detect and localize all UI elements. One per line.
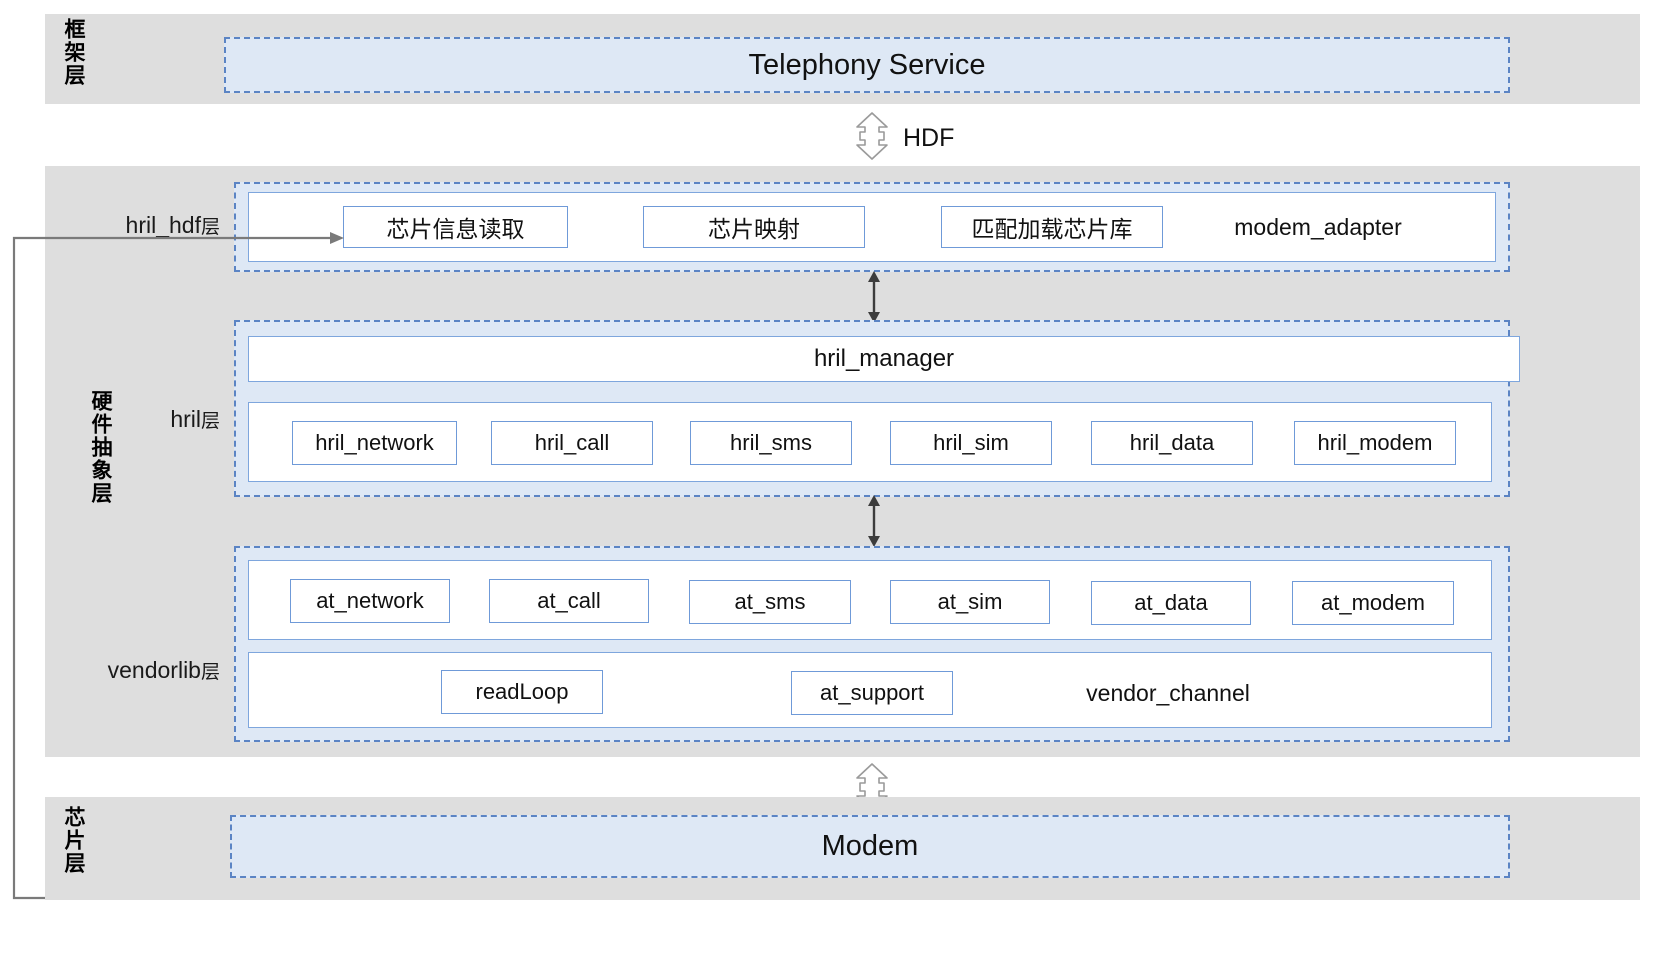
modem-adapter-label: modem_adapter — [1234, 213, 1402, 240]
module-at-network[interactable]: at_network — [290, 579, 450, 623]
module-at-sim[interactable]: at_sim — [890, 580, 1050, 624]
hril-to-vendorlib-arrow — [866, 495, 882, 547]
module-hril-network[interactable]: hril_network — [292, 421, 457, 465]
vendorlib-sublayer-label: vendorlib层 — [20, 657, 220, 684]
module-chip-mapping[interactable]: 芯片映射 — [643, 206, 865, 248]
framework-layer-side-label: 框架层 — [62, 18, 85, 87]
module-at-support[interactable]: at_support — [791, 671, 953, 715]
module-at-call[interactable]: at_call — [489, 579, 649, 623]
hril-manager-panel[interactable]: hril_manager — [248, 336, 1520, 382]
module-hril-modem[interactable]: hril_modem — [1294, 421, 1456, 465]
module-read-loop[interactable]: readLoop — [441, 670, 603, 714]
modem-title: Modem — [821, 830, 919, 862]
module-hril-sim[interactable]: hril_sim — [890, 421, 1052, 465]
module-hril-call[interactable]: hril_call — [491, 421, 653, 465]
module-hril-sms[interactable]: hril_sms — [690, 421, 852, 465]
modem-box[interactable]: Modem — [230, 815, 1510, 878]
at-modules-panel — [248, 560, 1492, 640]
hril-hdf-label-main: hril_hdf — [125, 212, 201, 238]
hril-modules-panel — [248, 402, 1492, 482]
module-at-sms[interactable]: at_sms — [689, 580, 851, 624]
module-chip-info-read[interactable]: 芯片信息读取 — [343, 206, 568, 248]
vendorlib-label-suffix: 层 — [200, 662, 220, 683]
telephony-service-title: Telephony Service — [748, 48, 986, 81]
module-at-data[interactable]: at_data — [1091, 581, 1251, 625]
hril-sublayer-label: hril层 — [60, 406, 220, 433]
hril-manager-label: hril_manager — [813, 345, 955, 372]
hril-hdf-to-hril-arrow — [866, 271, 882, 323]
hdf-connector-label: HDF — [903, 124, 955, 152]
module-match-load-chip-lib[interactable]: 匹配加载芯片库 — [941, 206, 1163, 248]
hril-label-main: hril — [170, 406, 201, 432]
vendor-channel-label: vendor_channel — [1086, 679, 1250, 706]
vendorlib-label-main: vendorlib — [107, 657, 201, 683]
hril-label-suffix: 层 — [200, 411, 220, 432]
module-hril-data[interactable]: hril_data — [1091, 421, 1253, 465]
module-at-modem[interactable]: at_modem — [1292, 581, 1454, 625]
hril-hdf-sublayer-label: hril_hdf层 — [60, 212, 220, 239]
chip-layer-side-label: 芯片层 — [62, 806, 85, 875]
hdf-connector-arrow — [851, 112, 893, 160]
hril-hdf-label-suffix: 层 — [200, 217, 220, 238]
telephony-service-box[interactable]: Telephony Service — [224, 37, 1510, 93]
